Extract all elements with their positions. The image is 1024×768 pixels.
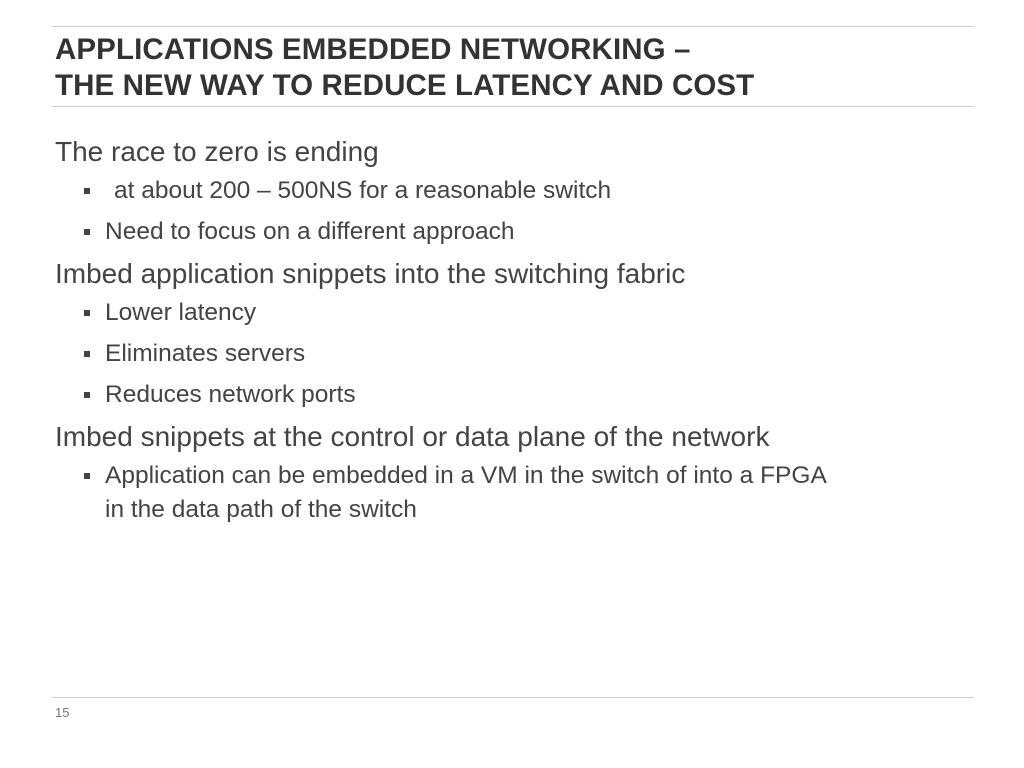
bullet-text: Reduces network ports	[105, 381, 356, 408]
section-race-to-zero: The race to zero is ending at about 200 …	[55, 134, 955, 249]
slide-title-line-1: APPLICATIONS EMBEDDED NETWORKING –	[55, 33, 691, 66]
slide-title-line-2: THE NEW WAY TO REDUCE LATENCY AND COST	[55, 69, 755, 102]
bullet-list: Lower latency Eliminates servers Reduces…	[55, 296, 955, 412]
bullet-item: Lower latency	[55, 296, 845, 330]
section-imbed-snippets-plane: Imbed snippets at the control or data pl…	[55, 419, 955, 527]
bullet-item: Need to focus on a different approach	[55, 215, 845, 249]
slide-body: The race to zero is ending at about 200 …	[55, 134, 955, 534]
section-heading: Imbed snippets at the control or data pl…	[55, 421, 770, 452]
square-bullet-icon	[84, 229, 90, 235]
page-number: 15	[55, 705, 70, 720]
bullet-text: Eliminates servers	[105, 340, 306, 367]
bullet-item: Application can be embedded in a VM in t…	[55, 459, 845, 527]
bullet-item: Reduces network ports	[55, 378, 845, 412]
bullet-item: at about 200 – 500NS for a reasonable sw…	[55, 174, 854, 208]
bullet-list: at about 200 – 500NS for a reasonable sw…	[55, 174, 955, 249]
bullet-text: Need to focus on a different approach	[105, 218, 515, 245]
square-bullet-icon	[84, 310, 90, 316]
footer-divider	[52, 697, 974, 698]
square-bullet-icon	[84, 188, 90, 194]
bullet-list: Application can be embedded in a VM in t…	[55, 459, 955, 527]
bullet-text: at about 200 – 500NS for a reasonable sw…	[114, 177, 612, 204]
square-bullet-icon	[84, 473, 90, 479]
title-divider	[52, 106, 974, 107]
bullet-text: Lower latency	[105, 299, 257, 326]
square-bullet-icon	[84, 392, 90, 398]
square-bullet-icon	[84, 351, 90, 357]
section-heading: Imbed application snippets into the swit…	[55, 258, 686, 289]
bullet-text: Application can be embedded in a VM in t…	[105, 462, 826, 523]
top-divider	[52, 26, 974, 27]
slide-title: APPLICATIONS EMBEDDED NETWORKING – THE N…	[55, 32, 965, 104]
section-heading: The race to zero is ending	[55, 136, 379, 167]
section-imbed-application-snippets: Imbed application snippets into the swit…	[55, 256, 955, 412]
bullet-item: Eliminates servers	[55, 337, 845, 371]
